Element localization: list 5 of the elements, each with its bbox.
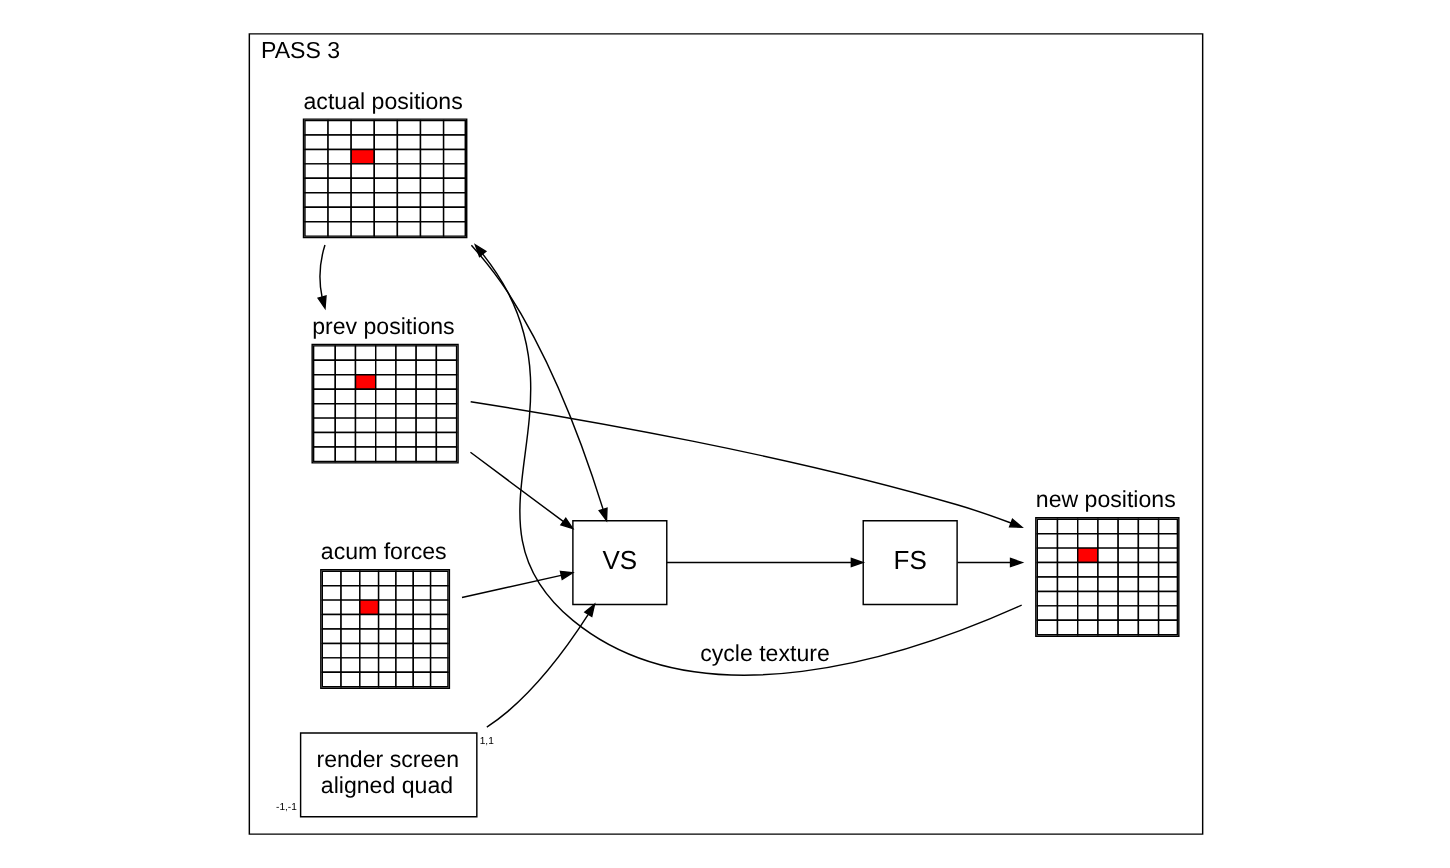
node-label: prev positions: [311, 316, 454, 341]
node-label: acum forces: [319, 541, 446, 566]
edge-label: cycle texture: [699, 642, 829, 667]
node-label: actual positions: [302, 90, 462, 115]
node-label: new positions: [1034, 489, 1175, 514]
